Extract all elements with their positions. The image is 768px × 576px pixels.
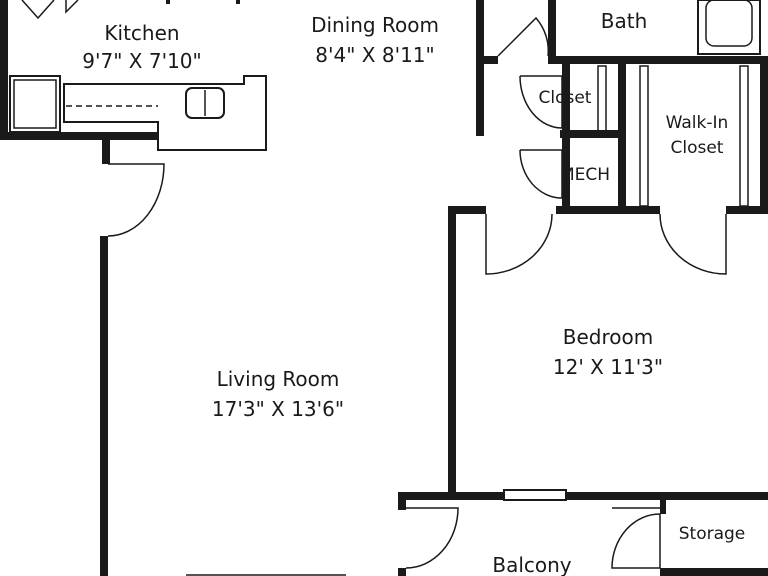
mech-name: MECH [560, 165, 610, 185]
kitchen-top-mark-2 [236, 0, 240, 4]
balcony-window [503, 489, 567, 501]
kitchen-size: 9'7" X 7'10" [82, 49, 201, 73]
room-labels: Kitchen 9'7" X 7'10" Dining Room 8'4" X … [82, 9, 745, 576]
wall-living-left [100, 236, 108, 576]
wall-kitchen-left [0, 0, 8, 140]
kitchen-range-inner [13, 79, 57, 129]
bathtub [697, 0, 761, 55]
closet-slider [597, 65, 607, 133]
living-room-name: Living Room [217, 367, 340, 391]
dining-room-size: 8'4" X 8'11" [315, 43, 434, 67]
wall-hall-left [476, 0, 484, 136]
door-closet [519, 75, 563, 129]
wall-walkin-right [760, 64, 768, 214]
walkin-slider-right [739, 65, 749, 207]
kitchen-upper-cabinet-2 [65, 0, 79, 14]
wall-bath-left [548, 0, 556, 64]
walk-in-closet-line2: Closet [671, 138, 724, 158]
door-storage [611, 513, 661, 569]
kitchen-top-mark-1 [166, 0, 170, 4]
wall-balcony-left-low [398, 568, 406, 576]
wall-living-left-top [102, 140, 110, 164]
wall-hall-bath-stub [484, 56, 498, 64]
kitchen-upper-cabinet [21, 0, 55, 20]
wall-kitchen-bottom [0, 132, 160, 140]
walkin-slider-left [639, 65, 649, 207]
storage-name: Storage [679, 524, 746, 544]
walk-in-closet-line1: Walk-In [666, 113, 729, 133]
door-bath [497, 16, 550, 57]
wall-storage-bottom [660, 568, 768, 576]
bedroom-size: 12' X 11'3" [553, 355, 663, 379]
door-walkin [659, 213, 727, 275]
fixtures [9, 0, 761, 576]
wall-walkin-left [618, 64, 626, 214]
wall-bath-bottom [548, 56, 768, 64]
door-living [107, 163, 165, 237]
wall-bedroom-left [448, 206, 456, 498]
door-bedroom [485, 213, 553, 275]
door-balcony [405, 507, 459, 569]
bath-name: Bath [601, 9, 648, 33]
wall-bedroom-top-left [448, 206, 486, 214]
wall-bedroom-top-mid [556, 206, 660, 214]
living-room-size: 17'3" X 13'6" [212, 397, 344, 421]
balcony-name: Balcony [492, 553, 571, 576]
wall-closet-bottom [560, 130, 622, 138]
bathtub-inner [705, 0, 753, 47]
dining-room-name: Dining Room [311, 13, 439, 37]
kitchen-range [9, 75, 61, 133]
wall-storage-left [660, 500, 666, 514]
wall-balcony-left [398, 492, 406, 510]
bedroom-name: Bedroom [563, 325, 653, 349]
door-swings [107, 16, 727, 569]
closet-name: Closet [539, 88, 592, 108]
wall-bedroom-bottom [398, 492, 768, 500]
kitchen-name: Kitchen [104, 21, 179, 45]
wall-bedroom-top-right [726, 206, 768, 214]
door-mech [519, 149, 563, 199]
